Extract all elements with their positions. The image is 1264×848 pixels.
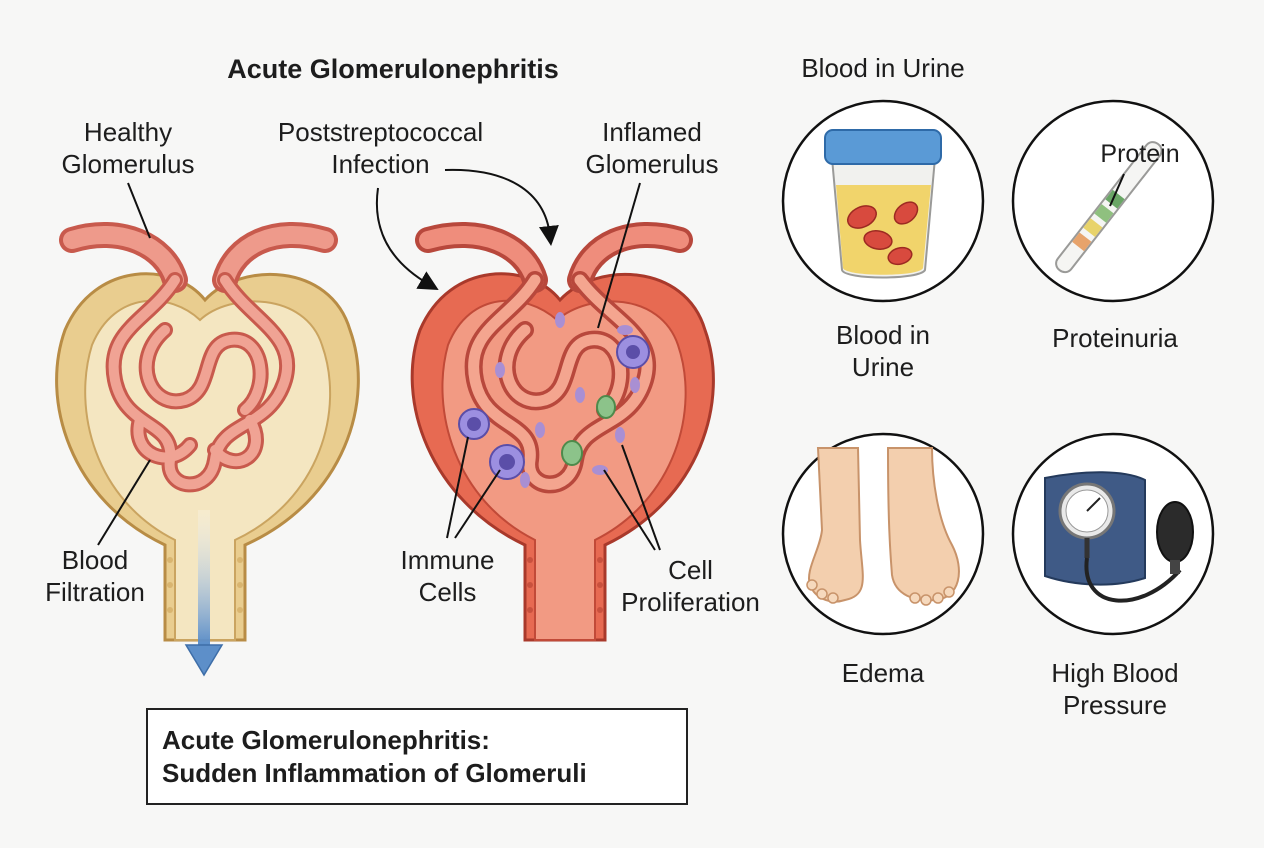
blood-pressure-cuff-icon bbox=[1011, 432, 1215, 636]
strip-callout-protein: Protein bbox=[1100, 140, 1180, 168]
symptom-label-edema: Edema bbox=[841, 658, 925, 688]
swollen-feet-icon bbox=[781, 432, 985, 636]
label-immune-cells: Immune Cells bbox=[400, 545, 495, 607]
summary-line-1: Acute Glomerulonephritis: bbox=[162, 725, 490, 755]
label-healthy-glomerulus: Healthy Glomerulus bbox=[61, 117, 195, 179]
symptoms-header: Blood in Urine bbox=[801, 53, 965, 83]
pointer-lines bbox=[97, 168, 661, 551]
symptom-label-blood-in-urine: Blood in Urine bbox=[836, 320, 930, 382]
label-blood-filtration: Blood Filtration bbox=[45, 545, 145, 607]
label-inflamed-glomerulus: Inflamed Glomerulus bbox=[585, 117, 719, 179]
inflamed-glomerulus-illustration bbox=[410, 222, 715, 642]
summary-line-2: Sudden Inflammation of Glomeruli bbox=[162, 758, 587, 788]
summary-box: Acute Glomerulonephritis: Sudden Inflamm… bbox=[146, 708, 688, 805]
symptom-label-proteinuria: Proteinuria bbox=[1052, 323, 1178, 353]
healthy-glomerulus-illustration bbox=[55, 222, 360, 677]
label-poststrep-infection: Poststreptococcal Infection bbox=[277, 117, 484, 179]
label-cell-proliferation: Cell Proliferation bbox=[621, 555, 760, 617]
immune-cells bbox=[458, 335, 650, 480]
test-strip-icon bbox=[1011, 99, 1215, 303]
symptom-label-high-blood-pressure: High Blood Pressure bbox=[1051, 658, 1179, 720]
urine-cup-icon bbox=[781, 99, 985, 303]
page-title: Acute Glomerulonephritis bbox=[227, 54, 559, 84]
